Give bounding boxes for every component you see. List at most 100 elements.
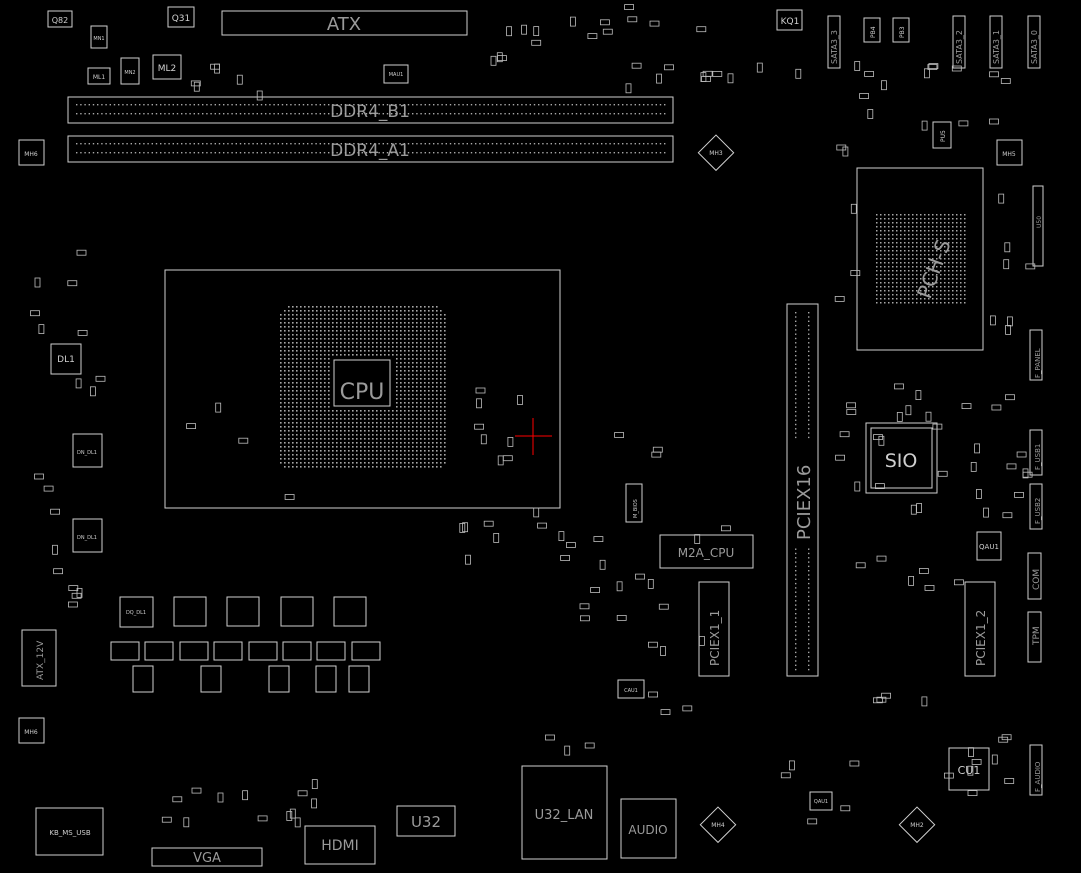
- f-usb2-label: F_USB2: [1034, 498, 1042, 524]
- mn1-chip: [90, 25, 108, 49]
- com-label: COM: [1032, 569, 1042, 590]
- mh6-label-top: MH6: [24, 151, 38, 158]
- u32-label: U32: [411, 813, 441, 831]
- mh6-hole-top: [18, 139, 45, 166]
- cpu-label: CPU: [340, 380, 385, 405]
- atx-label: ATX: [327, 14, 361, 35]
- pciex1-1-label: PCIEX1_1: [708, 610, 722, 666]
- mh5-label: MH5: [1002, 151, 1016, 158]
- f-usb1-header: [1029, 429, 1043, 476]
- pciex1-2-label: PCIEX1_2: [974, 610, 988, 666]
- pch-outline: [856, 167, 984, 351]
- cpu-pin-grid: [280, 306, 446, 468]
- sata3-1-connector: [989, 15, 1003, 69]
- f-panel-label: F_PANEL: [1034, 348, 1042, 378]
- u50-label: U50: [1036, 216, 1043, 228]
- sata3-2-label: SATA3_2: [955, 30, 964, 64]
- pu5-chip: [932, 121, 952, 149]
- mau1-chip: [383, 64, 409, 84]
- m-bios-chip: [625, 483, 643, 523]
- f-audio-label: F_AUDIO: [1034, 761, 1042, 792]
- kb-ms-usb-label: KB_MS_USB: [49, 829, 90, 837]
- ddr4-a1-label: DDR4_A1: [330, 141, 410, 161]
- q82-label: Q82: [52, 16, 68, 25]
- sata3-3-label: SATA3_3: [830, 30, 839, 64]
- vga-label: VGA: [193, 851, 221, 866]
- q31-chip: [167, 6, 195, 28]
- kq1-chip: [776, 9, 803, 31]
- tpm-label: TPM: [1032, 626, 1042, 646]
- u32-lan-connector: [521, 765, 608, 860]
- sata3-3-connector: [827, 15, 841, 69]
- dq-dl1-label: DQ_DL1: [126, 610, 146, 616]
- u32-header-right: [1032, 185, 1044, 267]
- pb3-label: PB3: [899, 26, 906, 38]
- pciex1-1-slot: [698, 581, 730, 677]
- cpu-center-cavity: [333, 359, 391, 407]
- audio-connector: [620, 798, 677, 859]
- mh2-hole: [898, 806, 936, 844]
- dn-dl1-label-a: DN_DL1: [77, 450, 97, 456]
- vga-connector: [151, 847, 263, 867]
- hdmi-label: HDMI: [321, 838, 359, 854]
- dl1-label: DL1: [57, 355, 75, 365]
- pb4-label: PB4: [870, 26, 877, 38]
- mh3-label: MH3: [709, 150, 723, 157]
- m2a-cpu-label: M2A_CPU: [678, 546, 735, 560]
- mh3-hole: [697, 134, 735, 172]
- sio-chip: [865, 422, 938, 494]
- m2a-cpu-connector: [659, 534, 754, 569]
- dn-dl1-choke-b: [72, 518, 103, 553]
- mn2-chip: [120, 57, 140, 85]
- audio-label: AUDIO: [628, 823, 667, 837]
- f-audio-header: [1029, 744, 1043, 796]
- f-panel-header: [1029, 329, 1043, 381]
- sata3-0-connector: [1027, 15, 1041, 69]
- sio-label: SIO: [885, 450, 918, 472]
- pciex1-2-slot: [964, 581, 996, 677]
- f-usb2-header: [1029, 483, 1043, 530]
- mh4-hole: [699, 806, 737, 844]
- cau1-chip: [617, 679, 645, 699]
- f-usb1-label: F_USB1: [1034, 444, 1042, 470]
- cu1-chip: [948, 747, 990, 791]
- mh4-label: MH4: [711, 822, 725, 829]
- ddr4-b1-label: DDR4_B1: [330, 102, 410, 122]
- ml1-chip: [87, 67, 111, 85]
- ml1-label: ML1: [93, 74, 106, 81]
- sata3-0-label: SATA3_0: [1030, 30, 1039, 64]
- tpm-header: [1027, 611, 1042, 663]
- mn1-label: MN1: [93, 36, 104, 42]
- kb-ms-usb-connector: [35, 807, 104, 856]
- ddr4-a1-slot: [67, 135, 674, 163]
- com-header: [1027, 552, 1042, 600]
- q31-label: Q31: [172, 14, 191, 24]
- sio-inner: [870, 427, 933, 489]
- m-bios-label: M_BIOS: [633, 499, 639, 518]
- atx-12v-label: ATX_12V: [36, 640, 46, 680]
- pch-pin-grid: [876, 214, 966, 304]
- qau1b-chip: [809, 791, 833, 811]
- mh5-hole: [996, 139, 1023, 166]
- dn-dl1-choke-a: [72, 433, 103, 468]
- pb4-chip: [863, 17, 881, 43]
- cau1-label: CAU1: [624, 688, 638, 694]
- pciex16-slot: [786, 303, 819, 677]
- dn-dl1-label-b: DN_DL1: [77, 535, 97, 541]
- u32-lan-label: U32_LAN: [535, 808, 594, 823]
- cpu-socket-outline: [164, 269, 561, 509]
- dl1-chip: [50, 343, 82, 375]
- q82-chip: [47, 10, 73, 28]
- mh6-hole-bottom: [18, 717, 45, 744]
- kq1-label: KQ1: [781, 17, 800, 27]
- ddr4-b1-slot: [67, 96, 674, 124]
- pciex16-label: PCIEX16: [794, 465, 815, 540]
- pb3-chip: [892, 17, 910, 43]
- ml2-chip: [152, 54, 182, 80]
- sata3-1-label: SATA3_1: [992, 30, 1001, 64]
- ddr4-slot-pins: [76, 104, 666, 154]
- atx-connector: [221, 10, 468, 36]
- pch-label: PCH-S: [912, 236, 955, 302]
- atx-12v-connector: [21, 629, 57, 687]
